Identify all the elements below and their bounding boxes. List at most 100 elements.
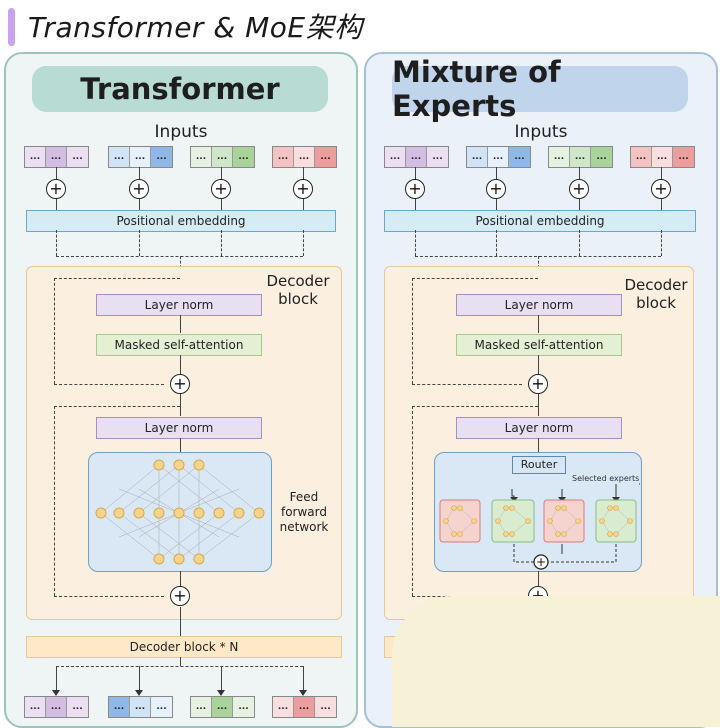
connector bbox=[56, 199, 57, 210]
connector bbox=[496, 199, 497, 210]
overlay-patch bbox=[392, 596, 720, 727]
token-cell: ... bbox=[273, 147, 294, 167]
add-icon: + bbox=[293, 179, 313, 199]
connector bbox=[56, 167, 57, 189]
token-cell: ... bbox=[549, 147, 570, 167]
token-cell: ... bbox=[294, 147, 315, 167]
add-icon: + bbox=[486, 179, 506, 199]
input-token-3: ... ... ... bbox=[190, 146, 255, 168]
token-cell: ... bbox=[191, 697, 212, 717]
connector bbox=[661, 199, 662, 210]
transformer-title: Transformer bbox=[32, 66, 328, 112]
token-cell: ... bbox=[294, 697, 315, 717]
token-cell: ... bbox=[212, 147, 233, 167]
dashed-residual bbox=[412, 406, 538, 407]
decoder-block-label: Decoder block bbox=[616, 276, 696, 312]
neural-network-icon bbox=[95, 459, 265, 565]
token-cell: ... bbox=[315, 147, 336, 167]
connector bbox=[221, 167, 222, 189]
dashed-residual bbox=[412, 278, 538, 279]
token-cell: ... bbox=[233, 697, 254, 717]
moe-panel: Mixture of Experts Inputs ... ... ... ..… bbox=[364, 52, 718, 728]
output-token-4: ... ... ... bbox=[272, 696, 337, 718]
token-cell: ... bbox=[109, 147, 130, 167]
output-token-1: ... ... ... bbox=[24, 696, 89, 718]
dashed-residual bbox=[54, 278, 55, 384]
token-cell: ... bbox=[509, 147, 530, 167]
positional-embedding: Positional embedding bbox=[26, 210, 336, 232]
connector bbox=[303, 167, 304, 189]
connector bbox=[139, 167, 140, 189]
dashed-residual bbox=[412, 278, 413, 384]
header: Transformer & MoE架构 bbox=[0, 0, 720, 50]
connector bbox=[538, 571, 539, 587]
token-cell: ... bbox=[467, 147, 488, 167]
dashed-residual bbox=[54, 596, 164, 597]
decoder-label-line: Decoder bbox=[624, 276, 688, 294]
token-cell: ... bbox=[273, 697, 294, 717]
add-icon: + bbox=[569, 179, 589, 199]
token-cell: ... bbox=[25, 697, 46, 717]
connector bbox=[538, 355, 539, 375]
router: Router bbox=[512, 456, 566, 474]
connector bbox=[538, 315, 539, 333]
connector bbox=[139, 199, 140, 210]
add-icon: + bbox=[528, 374, 548, 394]
moe-title: Mixture of Experts bbox=[392, 55, 688, 123]
dashed-connector bbox=[415, 230, 416, 256]
connector bbox=[496, 167, 497, 189]
dashed-connector bbox=[139, 230, 140, 256]
add-icon: + bbox=[170, 586, 190, 606]
connector bbox=[180, 607, 181, 636]
token-cell: ... bbox=[67, 147, 88, 167]
input-token-1: ... ... ... bbox=[24, 146, 89, 168]
token-cell: ... bbox=[315, 697, 336, 717]
token-cell: ... bbox=[67, 697, 88, 717]
layer-norm-1: Layer norm bbox=[456, 294, 622, 316]
dashed-residual bbox=[412, 384, 522, 385]
connector bbox=[56, 666, 57, 692]
token-cell: ... bbox=[652, 147, 673, 167]
masked-self-attention: Masked self-attention bbox=[456, 334, 622, 356]
dashed-residual bbox=[54, 384, 164, 385]
token-cell: ... bbox=[109, 697, 130, 717]
input-token-4: ... ... ... bbox=[630, 146, 695, 168]
input-token-1: ... ... ... bbox=[384, 146, 449, 168]
dashed-connector bbox=[56, 230, 57, 256]
dashed-connector bbox=[303, 230, 304, 256]
input-token-3: ... ... ... bbox=[548, 146, 613, 168]
decoder-block-label: Decoder block bbox=[258, 272, 338, 308]
connector bbox=[139, 666, 140, 692]
token-cell: ... bbox=[385, 147, 406, 167]
add-icon: + bbox=[211, 179, 231, 199]
ffn-label: Feed forward network bbox=[272, 490, 336, 535]
dashed-connector bbox=[661, 230, 662, 256]
token-cell: ... bbox=[151, 697, 172, 717]
input-token-2: ... ... ... bbox=[466, 146, 531, 168]
connector bbox=[180, 394, 181, 416]
connector bbox=[415, 199, 416, 210]
dashed-connector bbox=[579, 230, 580, 256]
dashed-residual bbox=[412, 406, 413, 596]
inputs-label: Inputs bbox=[154, 122, 208, 142]
input-token-2: ... ... ... bbox=[108, 146, 173, 168]
connector bbox=[303, 199, 304, 210]
connector bbox=[538, 438, 539, 452]
layer-norm-1: Layer norm bbox=[96, 294, 262, 316]
dashed-connector bbox=[221, 230, 222, 256]
connector bbox=[221, 199, 222, 210]
token-cell: ... bbox=[406, 147, 427, 167]
dashed-connector bbox=[56, 666, 303, 667]
token-cell: ... bbox=[130, 697, 151, 717]
arrow-down-icon bbox=[135, 690, 143, 696]
connector bbox=[180, 355, 181, 375]
decoder-label-line: block bbox=[636, 294, 676, 312]
input-token-4: ... ... ... bbox=[272, 146, 337, 168]
token-cell: ... bbox=[46, 147, 67, 167]
inputs-label: Inputs bbox=[514, 122, 568, 142]
header-accent-bar bbox=[8, 8, 15, 46]
token-cell: ... bbox=[427, 147, 448, 167]
arrow-down-icon bbox=[52, 690, 60, 696]
decoder-label-line: block bbox=[278, 290, 318, 308]
feed-forward-network bbox=[88, 452, 272, 572]
